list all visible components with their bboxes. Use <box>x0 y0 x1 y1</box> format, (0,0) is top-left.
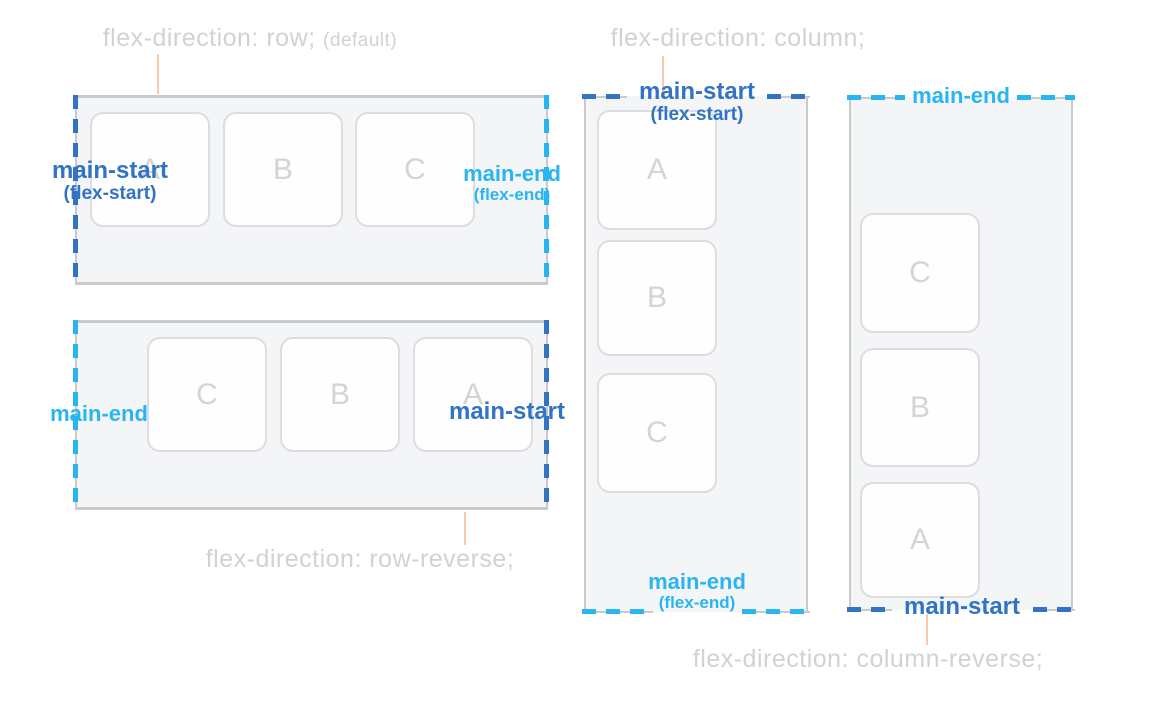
flex-item: C <box>597 373 717 493</box>
main-end-text: main-end <box>463 161 561 186</box>
main-end-dashed-edge <box>1017 95 1075 100</box>
label-main-start: main-start <box>872 594 1052 620</box>
caption-row-default-note: (default) <box>323 30 398 51</box>
label-main-end: main-end <box>871 84 1051 108</box>
main-start-dashed-edge <box>1033 607 1075 612</box>
main-start-dashed-edge <box>73 95 78 285</box>
caption-column-text: flex-direction: column; <box>610 24 866 52</box>
connector-line-row <box>157 54 159 94</box>
main-end-dashed-edge <box>73 320 78 510</box>
flex-start-text: (flex-start) <box>63 182 157 204</box>
main-start-text: main-start <box>448 398 566 425</box>
flex-item: B <box>223 112 343 227</box>
label-main-end: main-end <box>9 402 189 426</box>
flex-item: C <box>860 213 980 333</box>
flex-item: A <box>413 337 533 452</box>
main-start-text: main-start <box>903 593 1021 620</box>
connector-line-column-reverse <box>926 614 928 645</box>
row-container: A B C <box>73 95 549 285</box>
row-reverse-container: C B A <box>73 320 549 510</box>
main-end-dashed-edge <box>847 95 905 100</box>
main-end-text: main-end <box>912 83 1010 108</box>
flex-item: B <box>280 337 400 452</box>
caption-flex-direction-row-reverse: flex-direction: row-reverse; <box>110 545 610 574</box>
label-main-end: main-end (flex-end) <box>607 570 787 612</box>
main-start-text: main-start <box>638 78 756 105</box>
caption-flex-direction-row: flex-direction: row; (default) <box>75 24 425 53</box>
label-main-start: main-start (flex-start) <box>20 158 200 204</box>
main-start-text: main-start <box>51 157 169 184</box>
flex-item: A <box>860 482 980 598</box>
label-main-start: main-start (flex-start) <box>607 79 787 125</box>
caption-flex-direction-column-reverse: flex-direction: column-reverse; <box>668 645 1068 674</box>
connector-line-column <box>662 56 664 95</box>
column-container: A B C <box>582 94 810 614</box>
label-main-start: main-start <box>412 399 602 425</box>
flex-start-text: (flex-start) <box>650 103 744 125</box>
caption-flex-direction-column: flex-direction: column; <box>588 24 888 53</box>
flex-item: A <box>597 110 717 230</box>
main-end-text: main-end <box>50 401 148 426</box>
caption-row-reverse-text: flex-direction: row-reverse; <box>205 545 515 573</box>
main-start-dashed-edge <box>544 320 549 510</box>
flex-item: B <box>860 348 980 467</box>
main-start-dashed-edge <box>767 94 810 99</box>
flex-end-text: (flex-end) <box>473 184 551 204</box>
flex-end-text: (flex-end) <box>658 592 736 612</box>
main-end-dashed-edge <box>742 609 810 614</box>
main-start-dashed-edge <box>582 94 627 99</box>
label-main-end: main-end (flex-end) <box>422 162 602 204</box>
caption-column-reverse-text: flex-direction: column-reverse; <box>692 645 1044 673</box>
main-end-text: main-end <box>648 569 746 594</box>
flex-item: A <box>90 112 210 227</box>
column-reverse-container: C B A <box>847 95 1075 612</box>
main-end-dashed-edge <box>544 95 549 285</box>
flex-item: C <box>355 112 475 227</box>
connector-line-row-reverse <box>464 512 466 545</box>
main-end-dashed-edge <box>582 609 653 614</box>
flex-item: B <box>597 240 717 356</box>
caption-row-text: flex-direction: row; <box>102 24 316 52</box>
flex-item: C <box>147 337 267 452</box>
main-start-dashed-edge <box>847 607 892 612</box>
